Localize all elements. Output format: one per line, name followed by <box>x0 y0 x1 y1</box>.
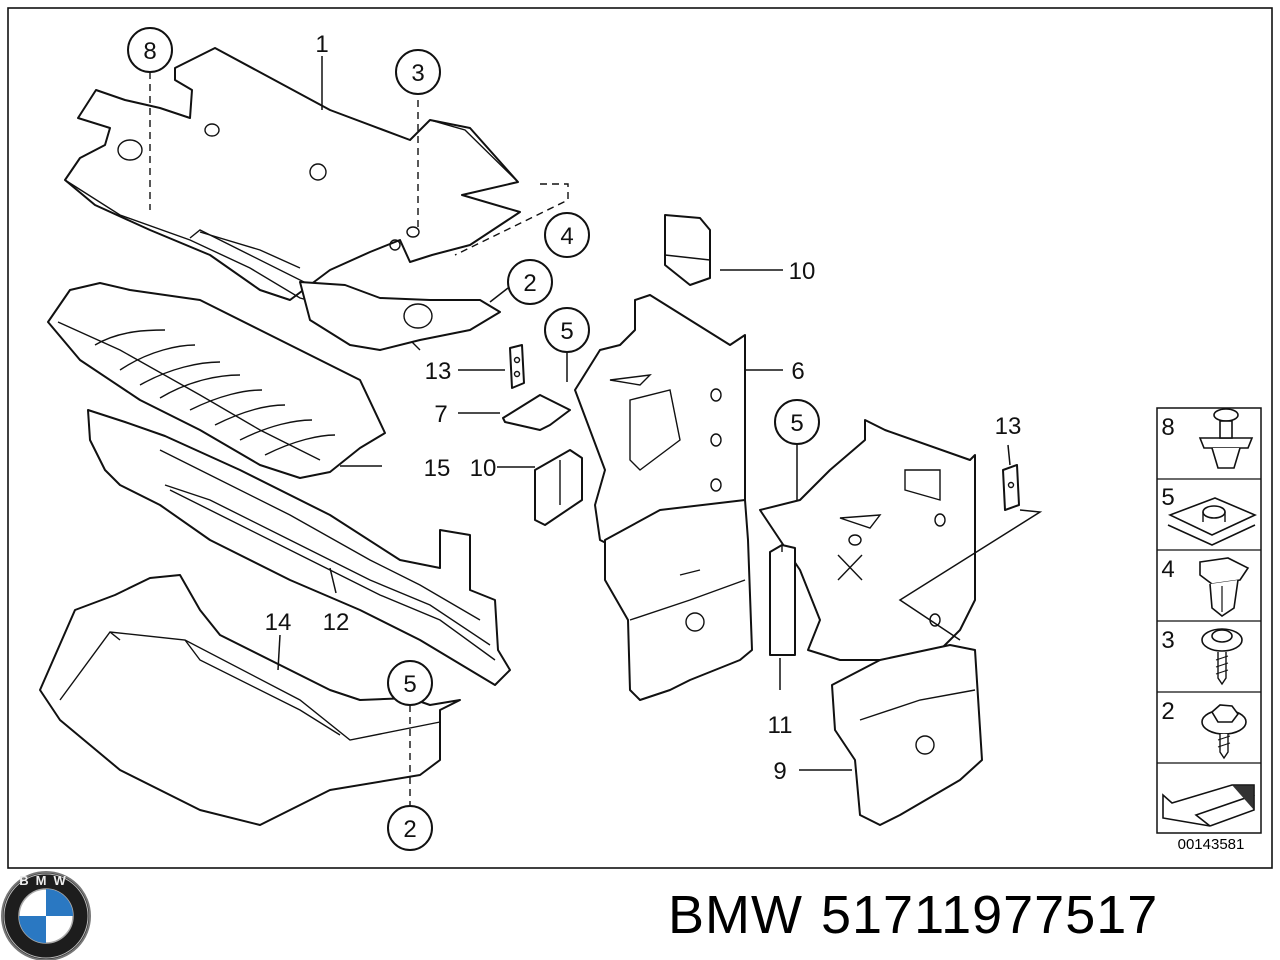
diagram-number: 00143581 <box>1177 836 1245 853</box>
rivet-icon <box>1198 408 1254 469</box>
washer-screw-icon <box>1201 628 1243 686</box>
diagram-border <box>7 7 1273 869</box>
callout-bubble-2b <box>387 805 433 851</box>
callout-2-lower: 2 <box>403 816 416 843</box>
callout-9: 9 <box>773 758 786 785</box>
callout-14: 14 <box>265 609 292 636</box>
part-6-bracket-right <box>759 419 976 661</box>
leader-lines <box>149 56 1043 808</box>
callout-7: 7 <box>434 401 447 428</box>
part-10-clip-upper <box>664 214 711 286</box>
legend-label-5: 5 <box>1161 484 1174 511</box>
callout-15: 15 <box>424 455 451 482</box>
callout-11: 11 <box>768 712 793 739</box>
hex-screw-icon <box>1201 704 1247 760</box>
expanding-nut-icon <box>1199 557 1250 617</box>
callout-2-upper: 2 <box>523 270 536 297</box>
legend-label-2: 2 <box>1161 698 1174 725</box>
part-10-seal-lower <box>534 449 583 526</box>
callout-5-right: 5 <box>790 410 803 437</box>
part-number: 51711977517 <box>820 885 1159 945</box>
callout-12: 12 <box>323 609 350 636</box>
part-9-panel-left <box>604 499 753 701</box>
callout-3: 3 <box>411 60 424 87</box>
callout-5-lower: 5 <box>403 671 416 698</box>
logo-lettering: BMW <box>19 873 73 888</box>
bmw-logo: BMW <box>1 871 91 960</box>
part-13-bracket-left <box>509 344 525 389</box>
footer-title: BMW 51711977517 <box>668 880 1158 950</box>
part-9-panel-right <box>831 644 983 826</box>
callout-10-lower: 10 <box>470 455 497 482</box>
part-14-lower-duct <box>39 574 461 826</box>
callout-bubble-5a <box>544 307 590 353</box>
part-11-foam-strip <box>769 544 796 656</box>
callout-10-upper: 10 <box>789 258 816 285</box>
callout-bubble-5b <box>774 399 820 445</box>
brand-name: BMW <box>668 885 803 945</box>
part-7-plate <box>502 394 571 431</box>
part-1-upper-cover <box>64 47 521 351</box>
callout-5-upper: 5 <box>560 318 573 345</box>
callout-4: 4 <box>560 223 573 250</box>
legend-label-4: 4 <box>1161 556 1174 583</box>
callout-bubble-5c <box>387 660 433 706</box>
callouts: 8 1 3 4 2 5 13 7 10 15 14 12 5 2 10 6 5 … <box>127 27 1022 851</box>
callout-bubble-2a <box>507 259 553 305</box>
spring-nut-icon <box>1167 497 1257 546</box>
callout-8: 8 <box>143 38 156 65</box>
direction-arrow-icon <box>1162 784 1255 827</box>
callout-6: 6 <box>791 358 804 385</box>
part-12-strut <box>87 409 511 686</box>
callout-bubble-3 <box>395 49 441 95</box>
callout-1: 1 <box>315 31 328 58</box>
callout-bubble-4 <box>544 212 590 258</box>
legend-label-8: 8 <box>1161 414 1174 441</box>
legend-label-3: 3 <box>1161 627 1174 654</box>
part-15-tray <box>47 282 386 479</box>
part-13-bracket-right <box>1002 464 1020 511</box>
callout-13-right: 13 <box>995 413 1022 440</box>
callout-13-left: 13 <box>425 358 452 385</box>
callout-bubble-8 <box>127 27 173 73</box>
fastener-legend: 8 5 4 3 2 <box>1156 407 1262 834</box>
